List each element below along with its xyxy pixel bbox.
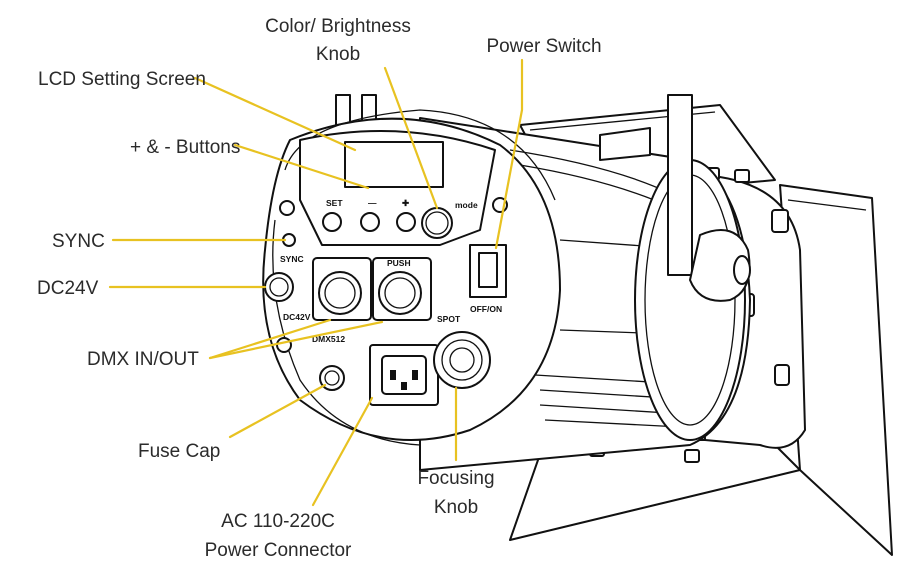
off-on-label: OFF/ON: [470, 304, 502, 314]
label-dmx-in-out: DMX IN/OUT: [87, 349, 199, 370]
rear-control-panel: SET — ✚ mode SYNC DC42V PUSH DMX512 SPOT: [262, 109, 561, 446]
label-focusing-knob-line2: Knob: [434, 497, 478, 518]
yoke: [335, 94, 751, 302]
label-fuse-cap: Fuse Cap: [138, 441, 220, 462]
leader-fuse-cap: [228, 383, 327, 439]
leader-lcd-screen: [193, 76, 357, 152]
leader-dmx-out: [208, 320, 384, 360]
lcd-screen: [344, 141, 444, 188]
minus-label: —: [368, 198, 377, 208]
label-sync: SYNC: [52, 231, 105, 252]
label-ac-connector-line2: Power Connector: [205, 540, 352, 561]
spot-label: SPOT: [437, 314, 461, 324]
panel-screw: [276, 337, 292, 353]
leader-plus-minus-buttons: [233, 143, 370, 190]
label-plus-minus-buttons: + & - Buttons: [130, 137, 240, 158]
set-button[interactable]: [322, 212, 342, 232]
label-color-brightness-line1: Color/ Brightness: [265, 16, 411, 37]
label-dc24v: DC24V: [37, 278, 99, 299]
leader-ac-power-connector: [311, 396, 374, 507]
sync-panel-label: SYNC: [280, 254, 304, 264]
top-handle-mount: [599, 127, 651, 161]
leader-color-brightness-knob: [383, 66, 439, 210]
tilt-lock-knob: [689, 229, 751, 302]
fuse-cap[interactable]: [319, 365, 345, 391]
label-focusing-knob-line1: Focusing: [417, 468, 494, 489]
label-color-brightness-line2: Knob: [316, 44, 360, 65]
label-power-switch: Power Switch: [486, 36, 601, 57]
dc-panel-label: DC42V: [283, 312, 311, 322]
push-label: PUSH: [387, 258, 411, 268]
leader-power-switch: [494, 58, 524, 250]
leader-lines: [108, 58, 524, 507]
callout-labels: LCD Setting Screen Color/ Brightness Kno…: [37, 16, 602, 561]
panel-screw: [279, 200, 295, 216]
minus-button[interactable]: [360, 212, 380, 232]
label-ac-connector-line1: AC 110-220C: [221, 511, 335, 532]
yoke-right-arm: [667, 94, 693, 276]
dc-input-connector[interactable]: [264, 272, 294, 302]
label-lcd-screen: LCD Setting Screen: [38, 69, 206, 90]
dmx-panel-label: DMX512: [312, 334, 345, 344]
set-label: SET: [326, 198, 343, 208]
mode-label: mode: [455, 200, 478, 210]
leader-dmx-in: [208, 318, 332, 360]
plus-label: ✚: [402, 198, 410, 208]
plus-button[interactable]: [396, 212, 416, 232]
